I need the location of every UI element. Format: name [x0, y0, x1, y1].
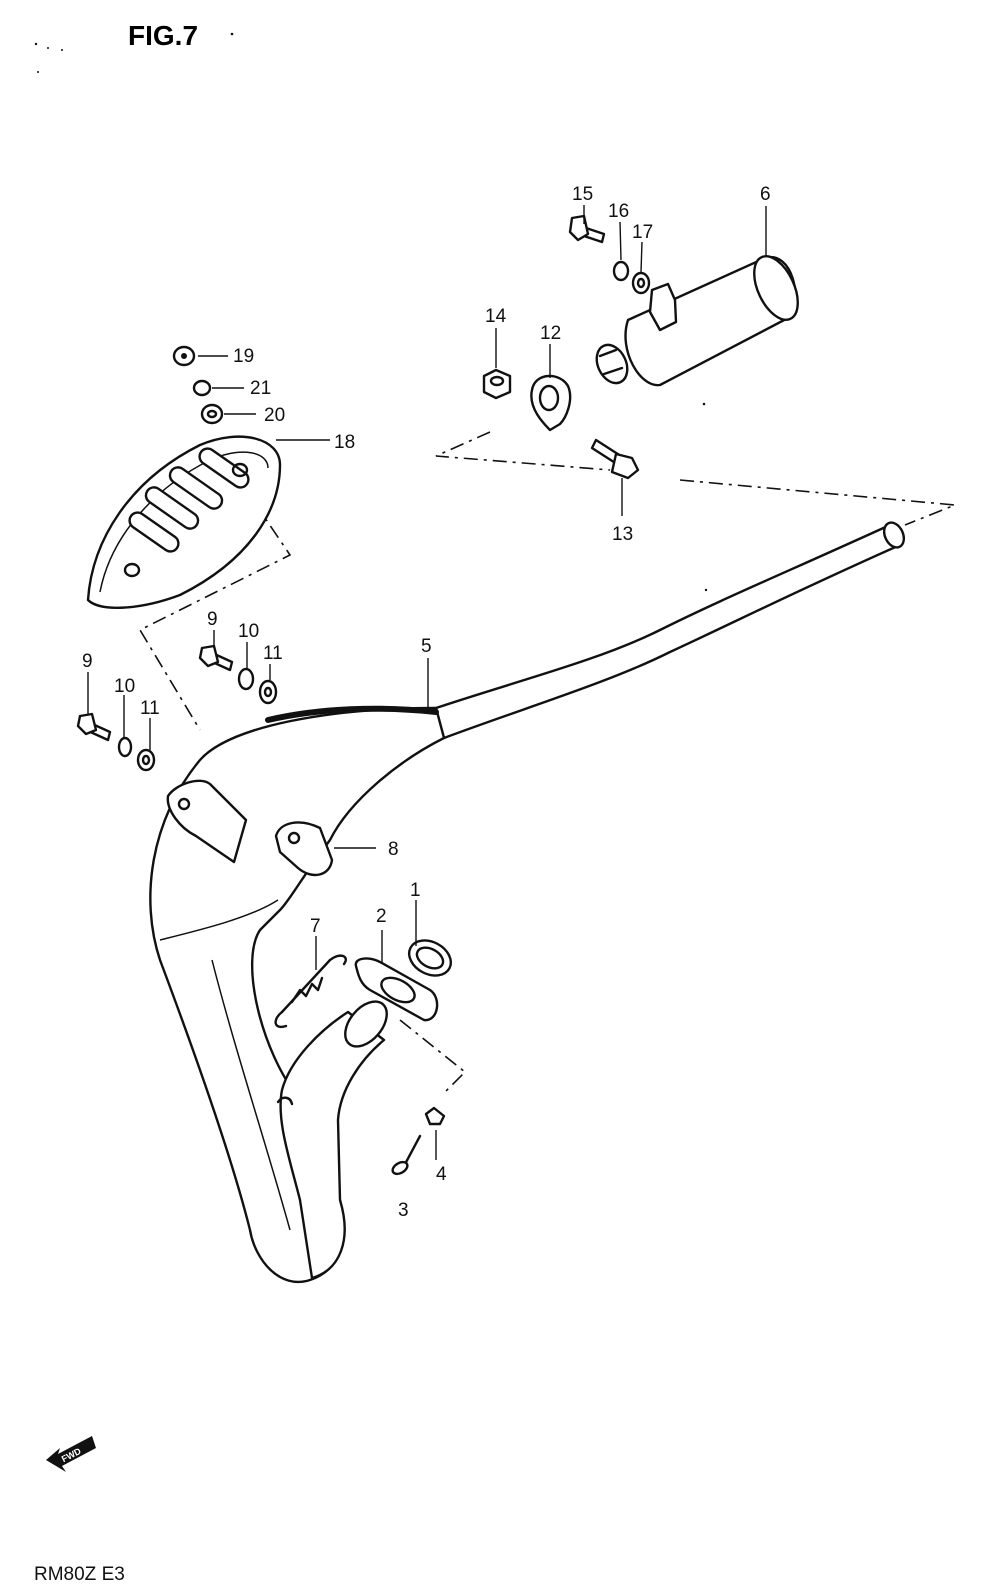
part-label-2: 2 — [376, 906, 387, 927]
spring — [274, 954, 347, 1029]
part-label-3: 3 — [398, 1200, 409, 1221]
silencer — [595, 255, 799, 387]
clamp — [530, 374, 572, 432]
part-label-17: 17 — [632, 222, 653, 243]
part-label-15: 15 — [572, 184, 593, 205]
part-label-12: 12 — [540, 323, 561, 344]
part-label-19: 19 — [233, 346, 254, 367]
heat-shield — [86, 435, 282, 609]
fasteners-lower — [76, 712, 156, 772]
bolt-washer-stack — [568, 214, 651, 295]
part-label-9-second: 9 — [82, 651, 93, 672]
part-label-6: 6 — [760, 184, 771, 205]
forward-arrow-icon: FWD — [46, 1436, 96, 1472]
part-label-5: 5 — [421, 636, 432, 657]
bolt-13 — [590, 438, 640, 480]
part-label-9: 9 — [207, 609, 218, 630]
part-label-11-second: 11 — [140, 698, 160, 719]
exhaust-pipe — [149, 521, 906, 1283]
gaskets — [354, 939, 453, 1022]
part-label-10: 10 — [238, 621, 259, 642]
part-labels: 1 2 3 4 5 6 7 8 9 10 11 12 13 14 15 16 1… — [82, 184, 771, 1221]
part-label-20: 20 — [264, 405, 285, 426]
stud-and-nut — [391, 1106, 446, 1176]
scan-specks — [34, 32, 708, 592]
model-code: RM80Z E3 — [34, 1564, 125, 1585]
part-label-11: 11 — [263, 643, 283, 664]
part-label-21: 21 — [250, 378, 271, 399]
figure-title: FIG.7 — [128, 20, 198, 51]
part-label-7: 7 — [310, 916, 321, 937]
part-label-1: 1 — [410, 880, 421, 901]
part-label-18: 18 — [334, 432, 355, 453]
part-label-14: 14 — [485, 306, 507, 327]
shield-fasteners — [172, 345, 224, 425]
assembly-dash-lines — [138, 431, 956, 1093]
nut — [482, 368, 512, 400]
part-label-4: 4 — [436, 1164, 447, 1185]
part-label-16: 16 — [608, 201, 629, 222]
leader-lines — [87, 205, 767, 1160]
bracket-8 — [274, 821, 334, 877]
part-label-13: 13 — [612, 524, 633, 545]
part-label-8: 8 — [388, 839, 399, 860]
part-label-10-second: 10 — [114, 676, 135, 697]
fasteners-upper — [198, 644, 278, 705]
